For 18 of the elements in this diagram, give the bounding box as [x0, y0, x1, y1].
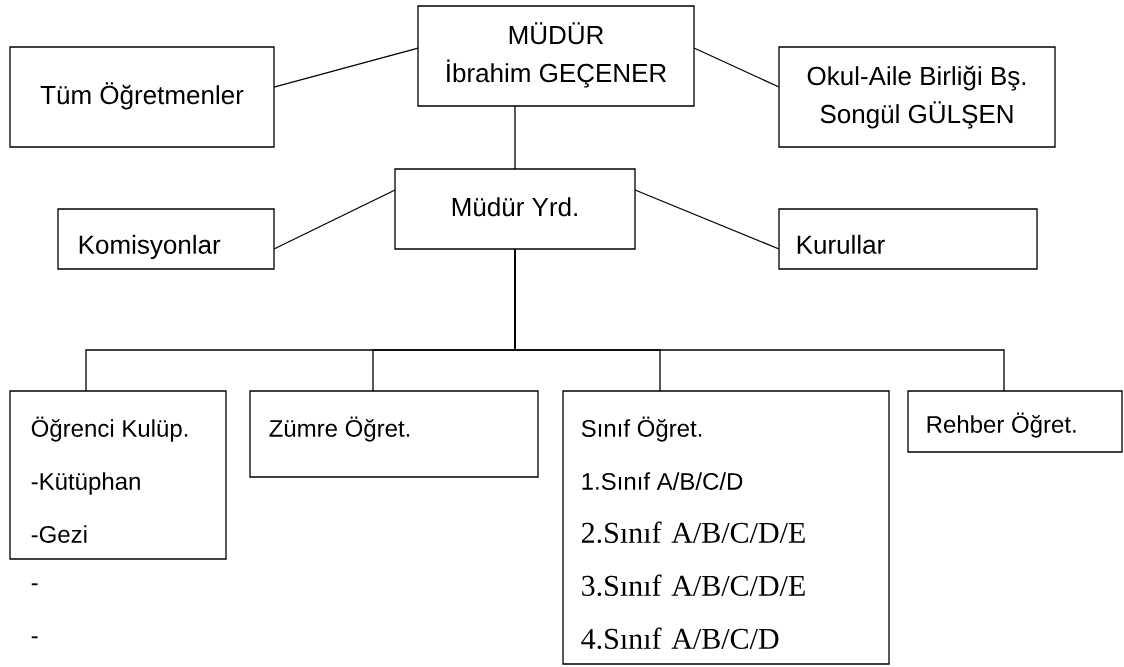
org-box: Tüm Öğretmenler — [9, 46, 275, 148]
list-dash: - — [31, 583, 38, 586]
connector-line — [273, 189, 396, 250]
org-box: Komisyonlar — [57, 208, 275, 270]
org-box: Okul-Aile Birliği Bş. Songül GÜLŞEN — [778, 46, 1056, 148]
connector-line — [634, 189, 780, 250]
org-box: Müdür Yrd. — [394, 168, 636, 250]
connector-line — [693, 47, 780, 88]
org-box: MÜDÜR İbrahim GEÇENER — [417, 5, 695, 107]
list-dash: - — [31, 636, 38, 639]
org-box: Öğrenci Kulüp. -Kütüphan -Gezi — [9, 390, 227, 560]
org-box: Zümre Öğret. — [249, 390, 539, 478]
org-box: Rehber Öğret. — [907, 390, 1123, 453]
connector-line — [514, 248, 1005, 392]
org-box: Sınıf Öğret. 1.Sınıf A/B/C/D 2.Sınıf A/B/C/D/E 3.Sınıf A/B/C/D/E 4.Sınıf A/B/C/D — [562, 390, 890, 665]
connector-line — [273, 47, 419, 88]
connector-line — [514, 105, 516, 170]
org-box: Kurullar — [778, 208, 1038, 270]
